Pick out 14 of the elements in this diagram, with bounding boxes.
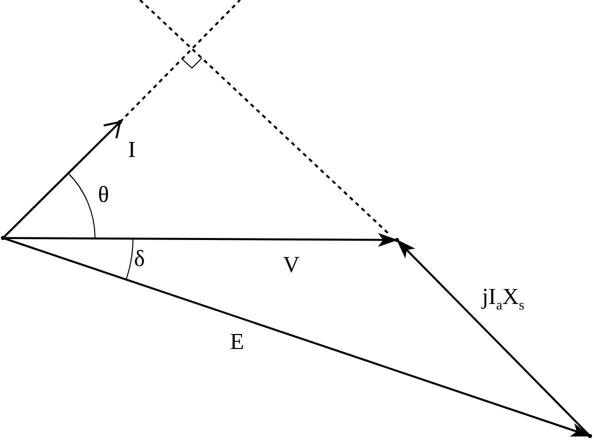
- phasor-label: jI$_{a}$X$_{s}$: [482, 285, 524, 316]
- phasor-arrow: [3, 232, 398, 247]
- phasor-label: E: [230, 330, 244, 354]
- phasor-label: I: [128, 138, 136, 162]
- angle-label: δ: [134, 247, 145, 271]
- angle-label: θ: [98, 183, 110, 207]
- phasor-arrow: [396, 239, 591, 437]
- vertex-dot: [1, 236, 5, 240]
- vertex-dot: [118, 120, 122, 124]
- phasor-arrow: [2, 121, 121, 239]
- vertex-dot: [588, 434, 592, 438]
- vertex-dot: [395, 238, 399, 242]
- phasor-label: V: [283, 253, 300, 277]
- phasor-arrow: [2, 237, 591, 437]
